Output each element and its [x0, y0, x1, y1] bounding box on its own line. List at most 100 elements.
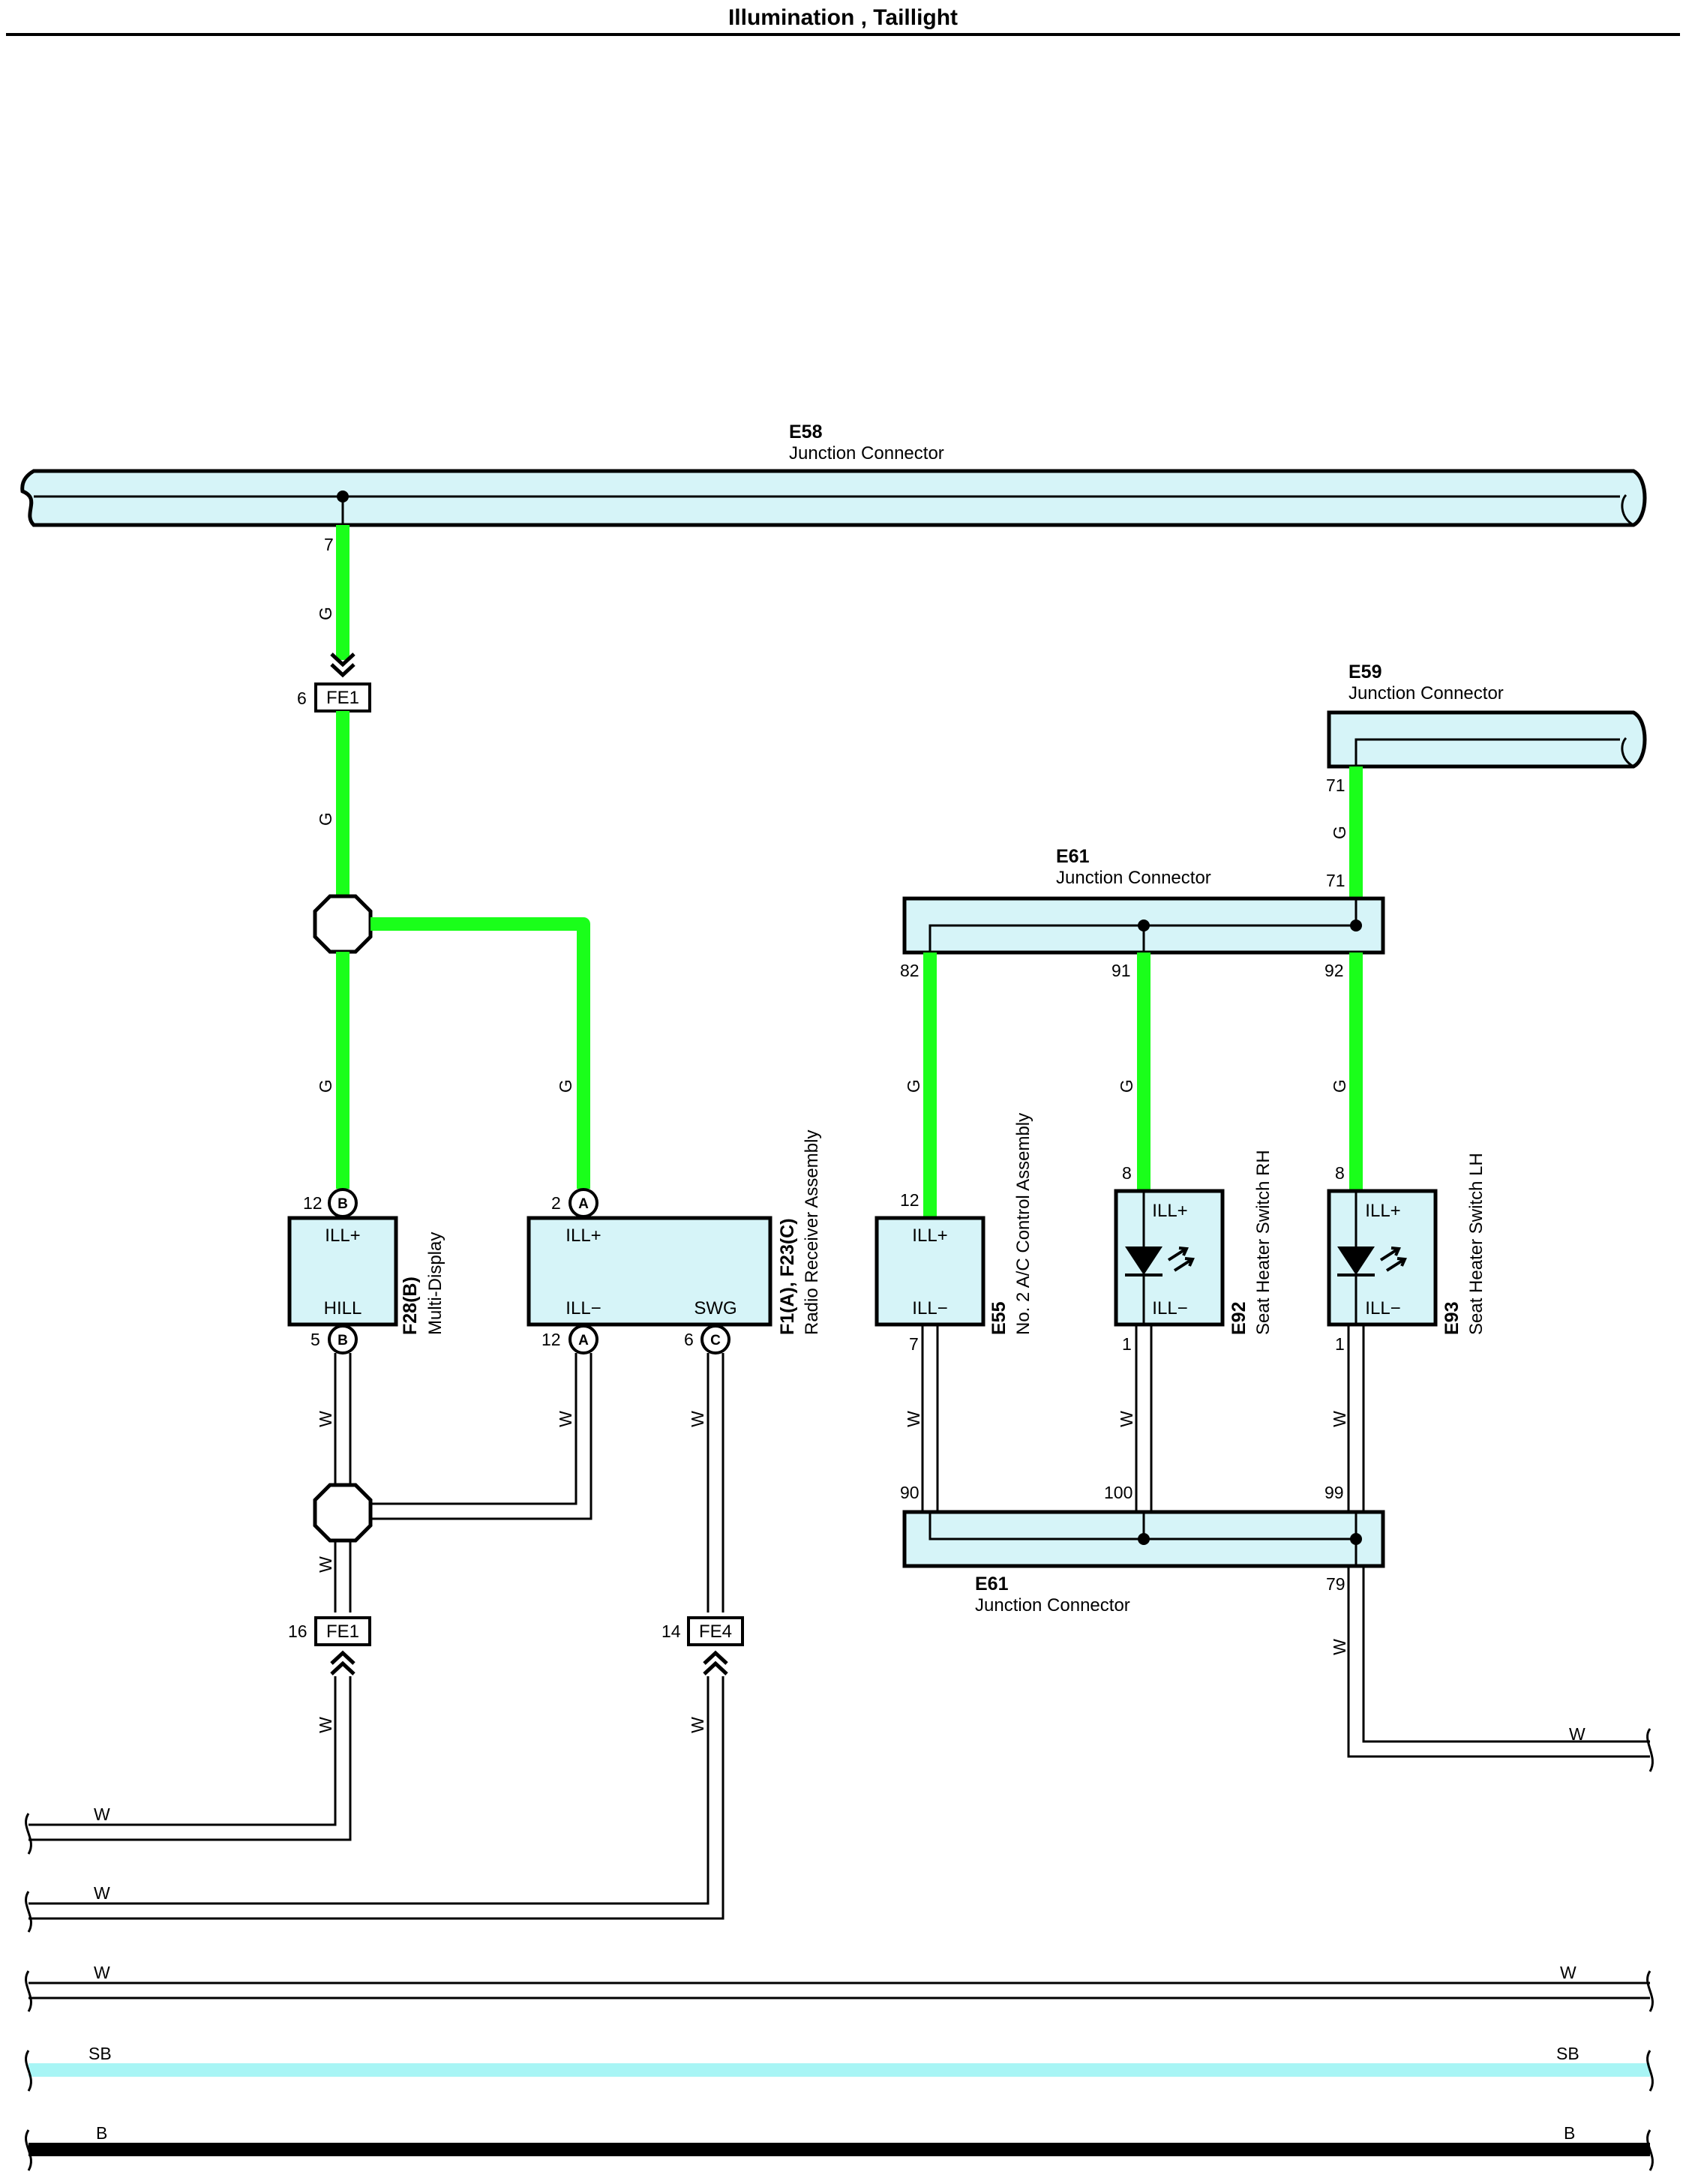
break-icon-bus1 [25, 1813, 32, 1855]
fe1-top-chevron-icon [330, 652, 356, 678]
e61-pin-90: 90 [900, 1483, 920, 1502]
radio-badge-top-label: A [578, 1196, 589, 1212]
ac-term-ill-minus: ILL− [912, 1298, 947, 1318]
radio-term-swg: SWG [694, 1298, 736, 1318]
wire-label-bus1: W [94, 1804, 110, 1824]
multi-term-hill: HILL [324, 1298, 362, 1318]
multi-badge-bottom [328, 1324, 358, 1354]
radio-name: Radio Receiver Assembly [802, 1130, 822, 1335]
e61-bottom-name: Junction Connector [975, 1595, 1130, 1616]
lh-name: Seat Heater Switch LH [1466, 1153, 1486, 1335]
wire-label-w10: W [1330, 1639, 1349, 1655]
rh-pin-top: 8 [1122, 1163, 1132, 1183]
splice-bottom-icon [313, 1483, 373, 1543]
radio-badge-b2-label: C [710, 1333, 721, 1348]
e58-pin-7: 7 [324, 535, 334, 554]
fe1-top-code: FE1 [326, 688, 359, 708]
break-icon-right-w [1646, 1728, 1654, 1772]
ac-term-ill-plus: ILL+ [912, 1226, 947, 1246]
ac-control-box [874, 1216, 986, 1327]
wire-label-b-right: B [1564, 2123, 1575, 2143]
e61-top-junction-connector [902, 896, 1385, 955]
fe1-bottom-box [314, 1616, 371, 1646]
e61-bottom-code: E61 [975, 1574, 1009, 1594]
radio-code: F1(A), F23(C) [777, 1218, 798, 1335]
e59-pin-71: 71 [1326, 776, 1346, 795]
wire-label-g3: G [316, 1079, 335, 1093]
wire-label-g8: G [1330, 1079, 1349, 1093]
fe4-chevron-icon [703, 1650, 728, 1676]
wire-label-g4: G [556, 1079, 575, 1093]
white-wires-left [28, 1353, 724, 1920]
multi-badge-top-label: B [338, 1196, 348, 1212]
wire-label-w6: W [688, 1717, 707, 1733]
wire-label-b-left: B [96, 2123, 107, 2143]
fe4-box [687, 1616, 744, 1646]
e61-pin-99: 99 [1324, 1483, 1344, 1502]
multi-pin-top: 12 [303, 1193, 322, 1213]
wire-label-bus-right: W [1569, 1724, 1586, 1744]
wire-w-bus3 [28, 1982, 1650, 2000]
radio-receiver-box [526, 1216, 772, 1327]
break-icon-bus3-left [25, 1970, 32, 2012]
radio-badge-b1-label: A [578, 1333, 589, 1348]
e61-pin-82: 82 [900, 961, 920, 980]
wire-label-w8: W [1117, 1411, 1136, 1427]
rh-name: Seat Heater Switch RH [1253, 1150, 1274, 1335]
break-icon-b-right [1646, 2129, 1654, 2171]
wire-g-splice-radio [370, 917, 590, 1189]
wire-label-g6: G [904, 1079, 923, 1093]
lh-term-ill-plus: ILL+ [1365, 1201, 1400, 1221]
e61-pin-100: 100 [1104, 1483, 1132, 1502]
seat-lh-led-icon [1337, 1246, 1407, 1276]
fe1-bottom-code: FE1 [326, 1622, 359, 1642]
wire-label-g7: G [1117, 1079, 1136, 1093]
wire-label-w9: W [1330, 1411, 1349, 1427]
multi-term-ill: ILL+ [325, 1226, 360, 1246]
lh-pin-bottom: 1 [1335, 1334, 1345, 1354]
e61-pin-92: 92 [1324, 961, 1344, 980]
white-wires-right [921, 1324, 1650, 1758]
wire-label-bus3-right: W [1560, 1963, 1576, 1982]
fe4-code: FE4 [699, 1622, 732, 1642]
break-icon-bus2 [25, 1891, 32, 1933]
e59-junction-connector [1327, 710, 1647, 769]
ac-pin-top: 12 [900, 1190, 920, 1210]
e61-pin-71: 71 [1326, 871, 1346, 890]
lh-code: E93 [1442, 1302, 1462, 1335]
e59-code: E59 [1348, 662, 1382, 682]
ac-name: No. 2 A/C Control Assembly [1013, 1113, 1034, 1335]
wire-label-g1: G [316, 607, 335, 620]
wire-label-sb-right: SB [1556, 2044, 1580, 2063]
page-title: Illumination , Taillight [728, 5, 958, 30]
ac-pin-bottom: 7 [909, 1334, 919, 1354]
radio-pin-b2: 6 [684, 1330, 694, 1349]
e61-pin-79: 79 [1326, 1574, 1346, 1594]
wire-label-bus3: W [94, 1963, 110, 1982]
fe1-bottom-chevron-icon [330, 1650, 356, 1676]
rh-code: E92 [1228, 1302, 1250, 1335]
multi-code: F28(B) [400, 1276, 421, 1335]
e61-pin-91: 91 [1112, 961, 1131, 980]
e61-bottom-junction-connector [902, 1510, 1385, 1568]
e58-name: Junction Connector [789, 443, 944, 464]
splice-top-icon [313, 894, 373, 954]
radio-pin-b1: 12 [542, 1330, 561, 1349]
seat-rh-led-icon [1125, 1246, 1195, 1276]
radio-term-ill-plus: ILL+ [566, 1226, 601, 1246]
break-icon-b-left [25, 2129, 32, 2171]
radio-badge-b2 [700, 1324, 730, 1354]
fe1-top-pin: 6 [297, 688, 307, 708]
multi-name: Multi-Display [425, 1232, 446, 1335]
lh-pin-top: 8 [1335, 1163, 1345, 1183]
wire-label-w1: W [316, 1411, 335, 1427]
ac-code: E55 [988, 1301, 1010, 1335]
break-icon-sb-left [25, 2050, 32, 2092]
radio-pin-top: 2 [551, 1193, 561, 1213]
wire-label-sb-left: SB [88, 2044, 112, 2063]
fe1-bottom-pin: 16 [288, 1622, 308, 1641]
wire-label-w4: W [316, 1556, 335, 1573]
wire-label-w2: W [556, 1411, 575, 1427]
radio-badge-b1 [568, 1324, 598, 1354]
rh-term-ill-minus: ILL− [1152, 1298, 1187, 1318]
